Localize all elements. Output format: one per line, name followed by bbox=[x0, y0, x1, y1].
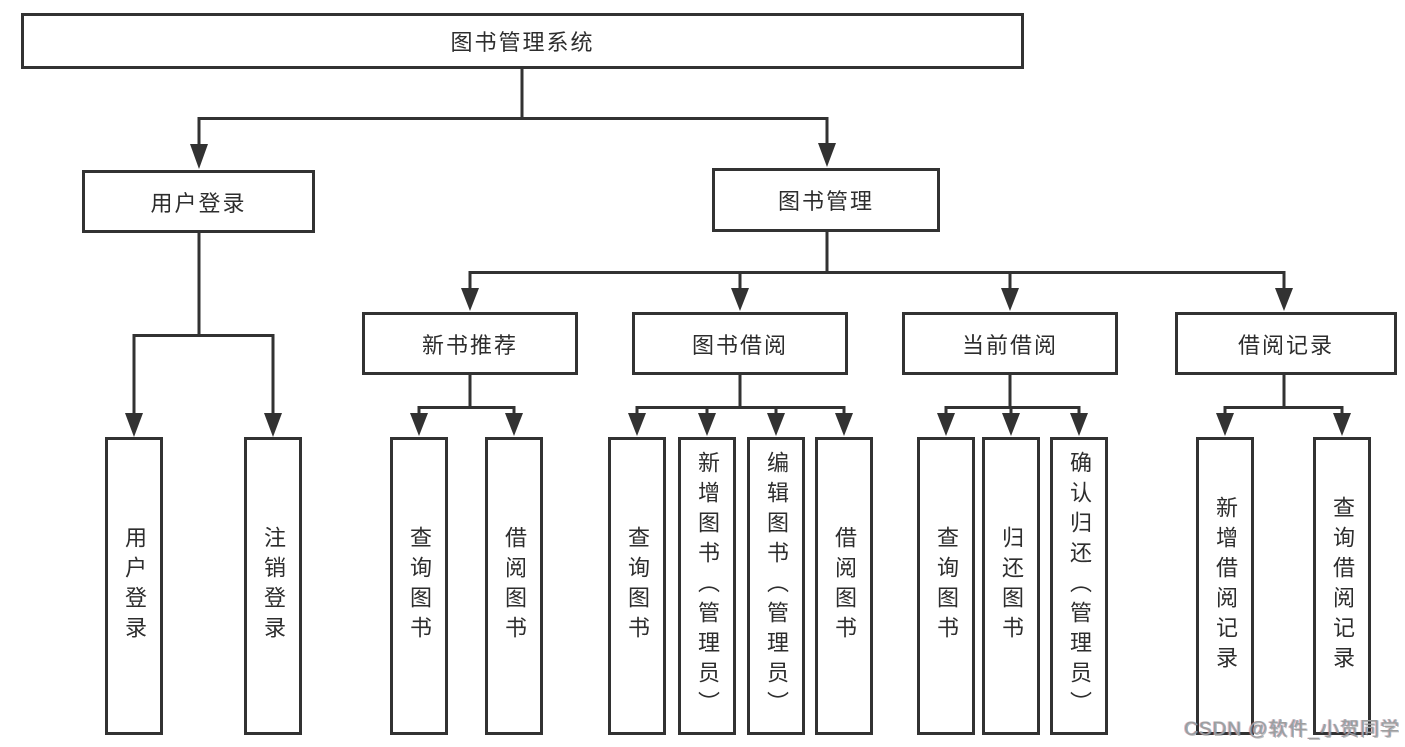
arrowhead-icon bbox=[628, 413, 853, 436]
arrowhead-icon bbox=[937, 413, 1088, 436]
connector bbox=[1223, 373, 1344, 420]
leaf-label: 注销登录 bbox=[261, 526, 286, 646]
csdn-watermark: CSDN @软件_小贺同学 bbox=[1184, 719, 1400, 740]
leaf-label: 查询图书 bbox=[934, 526, 959, 646]
node-user-login: 用户登录 bbox=[82, 170, 315, 233]
leaf-label: 查询图书 bbox=[407, 526, 432, 646]
leaf-label: 查询图书 bbox=[625, 526, 650, 646]
node-label: 图书管理 bbox=[777, 189, 874, 214]
leaf-label: 用户登录 bbox=[122, 526, 147, 646]
node-label: 当前借阅 bbox=[961, 332, 1058, 358]
connector bbox=[468, 230, 1286, 293]
leaf-label: 新增借阅记录 bbox=[1213, 496, 1238, 676]
leaf-label: 借阅图书 bbox=[502, 526, 527, 646]
leaf-label: 归还图书 bbox=[999, 526, 1024, 646]
node-label: 新书推荐 bbox=[421, 332, 518, 358]
arrowhead-icon bbox=[190, 143, 836, 169]
leaf-borrow-books-2: 借阅图书 bbox=[815, 437, 873, 735]
node-current-borrow: 当前借阅 bbox=[902, 312, 1118, 375]
arrowhead-icon bbox=[461, 288, 1293, 311]
node-book-borrow: 图书借阅 bbox=[632, 312, 848, 375]
leaf-label: 借阅图书 bbox=[832, 526, 857, 646]
leaf-label: 新增图书（管理员） bbox=[695, 451, 720, 721]
arrowhead-icon bbox=[125, 413, 282, 437]
leaf-label: 查询借阅记录 bbox=[1330, 496, 1355, 676]
leaf-query-books-2: 查询图书 bbox=[608, 437, 666, 735]
leaf-query-books-3: 查询图书 bbox=[917, 437, 975, 735]
arrowhead-icon bbox=[410, 413, 523, 436]
leaf-label: 编辑图书（管理员） bbox=[764, 451, 789, 721]
node-new-book-recommend: 新书推荐 bbox=[362, 312, 578, 375]
arrowhead-icon bbox=[1216, 413, 1351, 436]
leaf-query-books-1: 查询图书 bbox=[390, 437, 448, 735]
leaf-user-login: 用户登录 bbox=[105, 437, 163, 735]
leaf-return-books: 归还图书 bbox=[982, 437, 1040, 735]
leaf-confirm-return-admin: 确认归还（管理员） bbox=[1050, 437, 1108, 735]
connector bbox=[417, 373, 516, 420]
leaf-add-books-admin: 新增图书（管理员） bbox=[678, 437, 736, 735]
connector bbox=[197, 67, 829, 148]
connector bbox=[635, 373, 846, 420]
leaf-borrow-books-1: 借阅图书 bbox=[485, 437, 543, 735]
node-label: 借阅记录 bbox=[1237, 332, 1334, 358]
node-book-management: 图书管理 bbox=[712, 168, 940, 232]
node-label: 图书借阅 bbox=[691, 332, 788, 358]
node-label: 图书管理系统 bbox=[450, 30, 595, 55]
node-borrow-records: 借阅记录 bbox=[1175, 312, 1397, 375]
node-label: 用户登录 bbox=[150, 190, 247, 216]
node-root-system: 图书管理系统 bbox=[21, 13, 1024, 69]
leaf-logout: 注销登录 bbox=[244, 437, 302, 735]
leaf-label: 确认归还（管理员） bbox=[1067, 451, 1092, 721]
connector bbox=[944, 373, 1081, 420]
connector bbox=[132, 231, 275, 418]
leaf-add-borrow-record: 新增借阅记录 bbox=[1196, 437, 1254, 735]
leaf-query-borrow-record: 查询借阅记录 bbox=[1313, 437, 1371, 735]
leaf-edit-books-admin: 编辑图书（管理员） bbox=[747, 437, 805, 735]
